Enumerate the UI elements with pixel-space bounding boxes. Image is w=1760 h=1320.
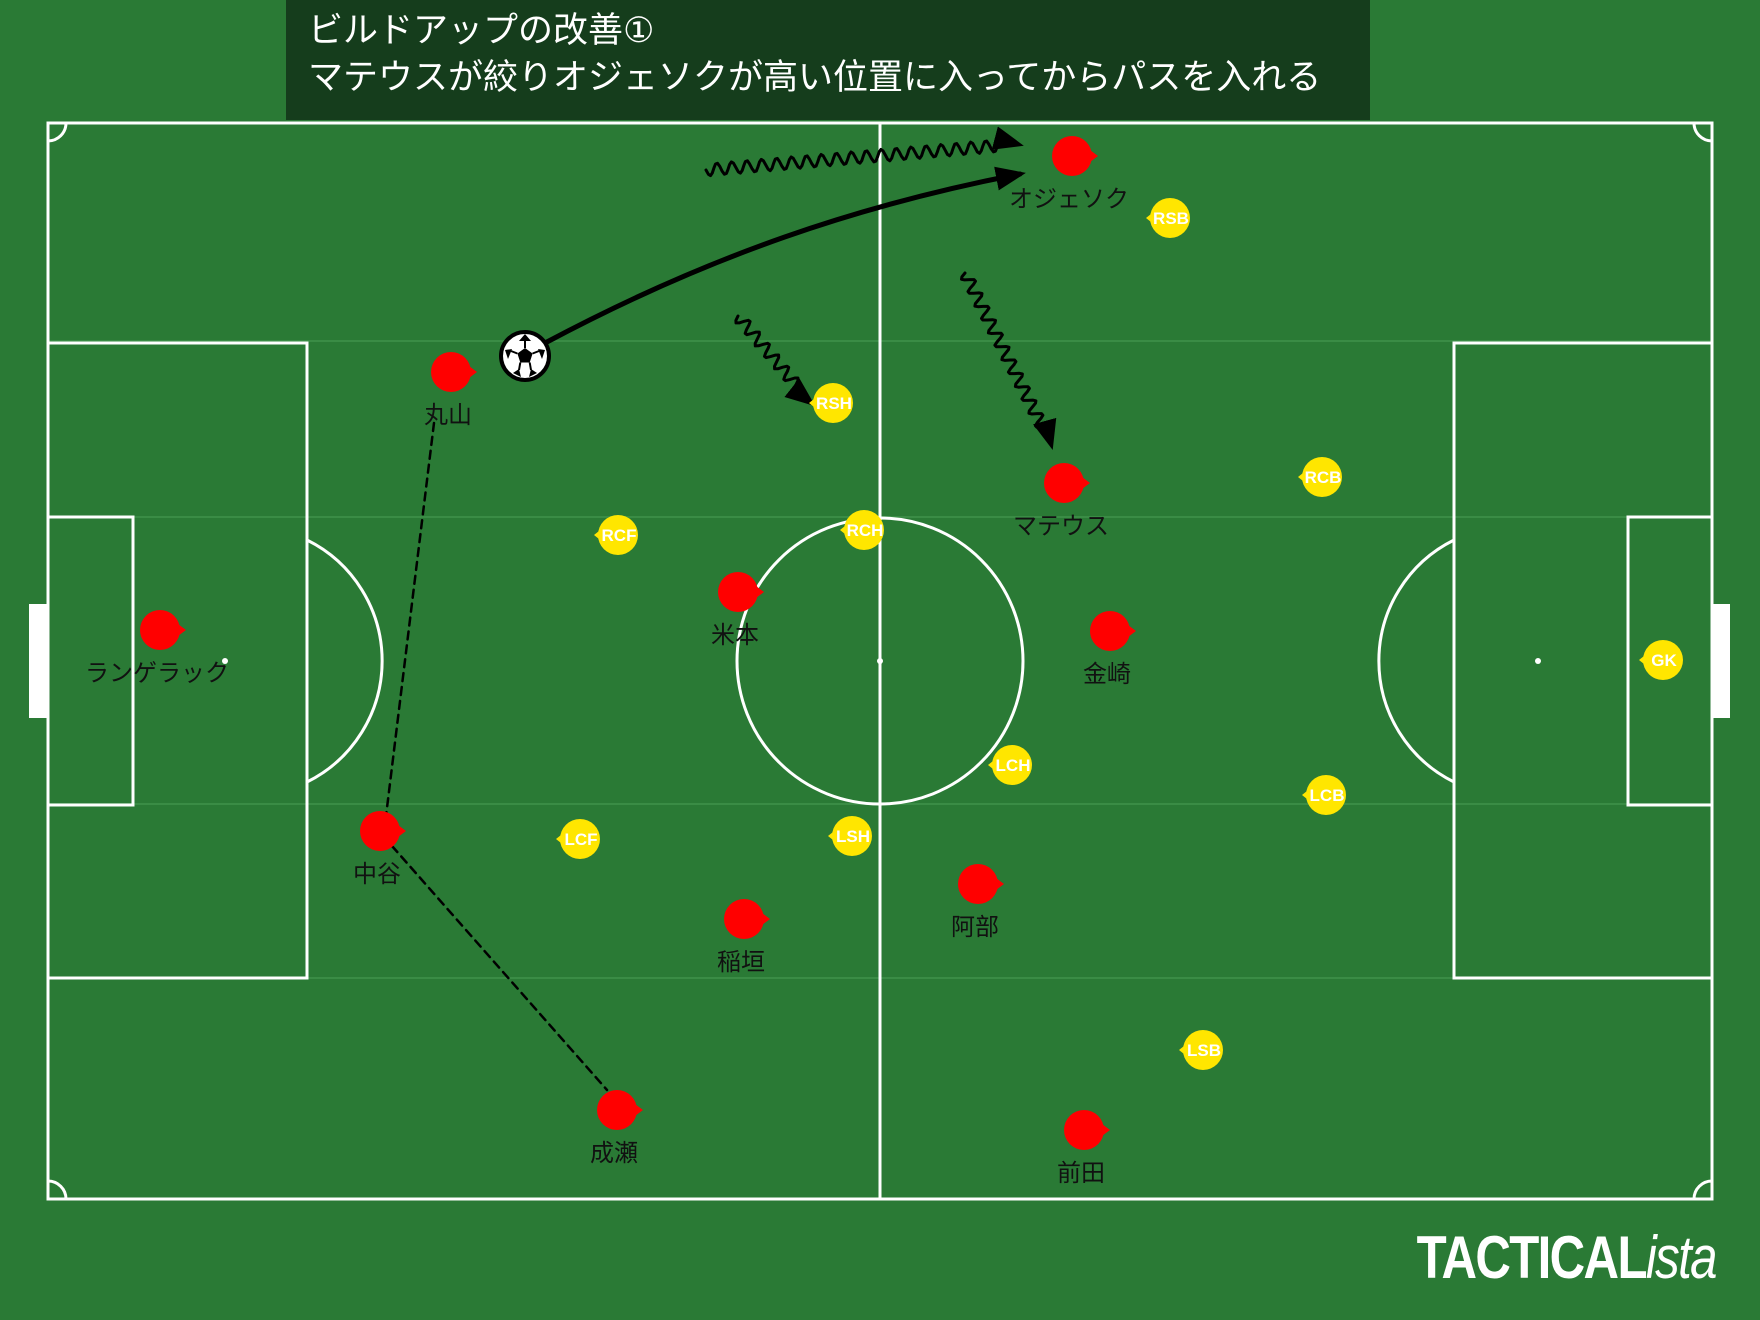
player-name: オジェソク xyxy=(1009,185,1129,213)
player-marker xyxy=(992,745,1032,785)
player-position-label: RCB xyxy=(1305,468,1342,487)
logo-main: TACTICAL xyxy=(1416,1224,1648,1291)
right-penalty-arc xyxy=(1377,538,1455,784)
home-player-maruyama: 丸山 xyxy=(424,352,477,429)
home-player-langerak: ランゲラック xyxy=(85,610,229,687)
away-player-rsh: RSH xyxy=(809,383,853,423)
tacticalista-logo: TACTICALista xyxy=(1416,1223,1718,1292)
player-marker xyxy=(1643,640,1683,680)
player-position-label: RSH xyxy=(816,394,852,413)
player-marker xyxy=(844,510,884,550)
player-name: 中谷 xyxy=(353,860,401,888)
player-position-label: LSB xyxy=(1187,1041,1221,1060)
away-player-rcf: RCF xyxy=(594,515,638,555)
player-marker xyxy=(1302,457,1342,497)
player-marker xyxy=(724,899,764,939)
player-name: 前田 xyxy=(1057,1159,1105,1187)
player-marker xyxy=(1183,1030,1223,1070)
player-position-label: LCF xyxy=(564,830,597,849)
player-name: 丸山 xyxy=(424,401,472,429)
player-position-label: RCH xyxy=(847,521,884,540)
home-player-maeda: 前田 xyxy=(1057,1110,1110,1187)
left-goal xyxy=(29,604,48,718)
player-marker xyxy=(958,864,998,904)
corner-arc-tr xyxy=(1692,122,1713,143)
home-player-yonemoto: 米本 xyxy=(711,572,764,649)
home-player-inagaki: 稲垣 xyxy=(717,899,770,976)
player-position-label: RCF xyxy=(602,526,637,545)
player-name: マテウス xyxy=(1013,512,1109,540)
arrows-layer xyxy=(384,126,1057,1092)
player-name: 米本 xyxy=(711,621,759,649)
player-marker xyxy=(813,383,853,423)
player-marker xyxy=(598,515,638,555)
player-marker xyxy=(597,1090,637,1130)
away-player-lcb: LCB xyxy=(1302,775,1346,815)
player-position-label: RSB xyxy=(1153,209,1189,228)
player-position-label: GK xyxy=(1651,651,1677,670)
title-line-1: ビルドアップの改善① xyxy=(308,11,655,51)
player-marker xyxy=(1150,198,1190,238)
player-marker xyxy=(1052,136,1092,176)
center-spot xyxy=(877,658,883,664)
home-player-abe: 阿部 xyxy=(951,864,1004,941)
player-name: 金崎 xyxy=(1083,660,1131,688)
player-marker xyxy=(1064,1110,1104,1150)
player-marker xyxy=(560,819,600,859)
title-line-2: マテウスが絞りオジェソクが高い位置に入ってからパスを入れる xyxy=(308,58,1322,98)
logo-suffix: ista xyxy=(1645,1224,1718,1291)
player-position-label: LCB xyxy=(1310,786,1345,805)
arrow-link-nakatani-naruse xyxy=(390,844,609,1092)
arrow-run-oh-jae-suk xyxy=(704,126,1024,178)
player-name: 阿部 xyxy=(951,913,999,941)
player-marker xyxy=(718,572,758,612)
player-position-label: LCH xyxy=(996,756,1031,775)
player-marker xyxy=(832,816,872,856)
home-player-kanazaki: 金崎 xyxy=(1083,611,1136,688)
away-player-rcb: RCB xyxy=(1298,457,1342,497)
player-marker xyxy=(1090,611,1130,651)
right-goal xyxy=(1712,604,1730,718)
player-name: 稲垣 xyxy=(717,948,765,976)
arrow-run-mateus xyxy=(960,271,1057,450)
home-player-naruse: 成瀬 xyxy=(590,1090,643,1167)
away-player-rch: RCH xyxy=(840,510,884,550)
corner-arc-tl xyxy=(47,122,68,143)
title-banner: ビルドアップの改善① マテウスが絞りオジェソクが高い位置に入ってからパスを入れる xyxy=(286,0,1370,120)
left-penalty-spot xyxy=(222,658,228,664)
home-player-oh-jae-suk: オジェソク xyxy=(1009,136,1129,213)
player-marker xyxy=(431,352,471,392)
arrow-run-rsh xyxy=(734,314,816,407)
right-penalty-spot xyxy=(1535,658,1541,664)
home-player-nakatani: 中谷 xyxy=(353,811,406,888)
player-marker xyxy=(140,610,180,650)
corner-arc-bl xyxy=(47,1179,68,1200)
ball-icon xyxy=(499,330,551,382)
away-player-gk: GK xyxy=(1639,640,1683,680)
away-player-lch: LCH xyxy=(988,745,1032,785)
corner-arc-br xyxy=(1692,1179,1713,1200)
home-player-mateus: マテウス xyxy=(1013,463,1109,540)
away-player-lsh: LSH xyxy=(828,816,872,856)
player-name: ランゲラック xyxy=(85,659,229,687)
left-penalty-arc xyxy=(306,538,384,784)
away-player-lsb: LSB xyxy=(1179,1030,1223,1070)
player-marker xyxy=(360,811,400,851)
player-name: 成瀬 xyxy=(590,1139,638,1167)
player-marker xyxy=(1306,775,1346,815)
arrow-pass-maruyama-to-oh-jae-suk xyxy=(542,166,1026,346)
player-position-label: LSH xyxy=(836,827,870,846)
player-marker xyxy=(1044,463,1084,503)
away-player-rsb: RSB xyxy=(1146,198,1190,238)
away-player-lcf: LCF xyxy=(556,819,600,859)
arrow-link-maruyama-nakatani xyxy=(384,421,436,818)
